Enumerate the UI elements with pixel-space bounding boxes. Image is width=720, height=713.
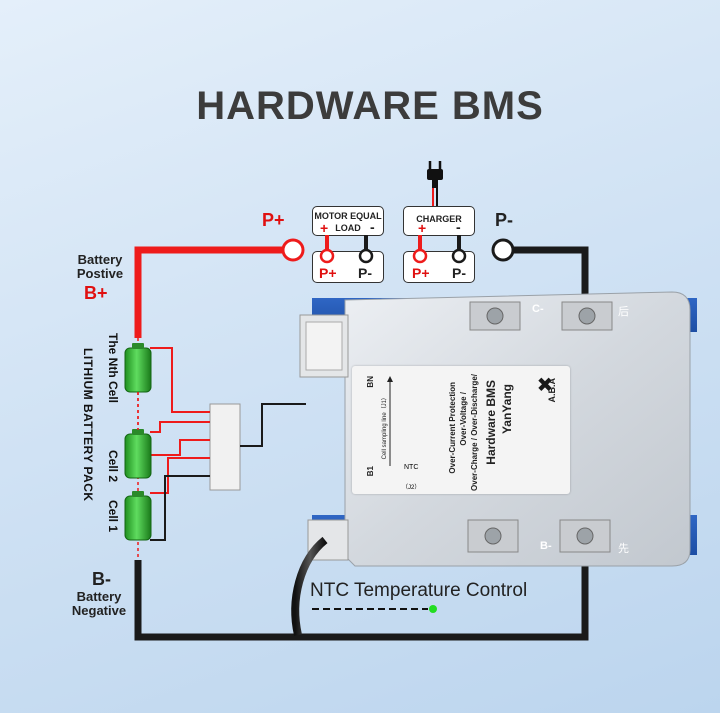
p-plus-label: P+: [262, 210, 285, 230]
charger-p-minus: P-: [452, 265, 466, 281]
motor-p-minus: P-: [358, 265, 372, 281]
motor-p-plus: P+: [319, 265, 337, 281]
bms-label-sticker: A.B.A ✖ YanYang Hardware BMS Over-Charge…: [352, 366, 570, 494]
sticker-feature-3: Over-Current Protection: [448, 382, 457, 474]
b-minus-label: B-: [92, 569, 111, 589]
p-minus-terminal: [491, 238, 515, 262]
brand-logo-icon: ✖: [535, 372, 557, 396]
negative-main-wire: [134, 246, 589, 641]
board-chinese-bottom: 先: [618, 543, 629, 555]
sticker-arrows: [387, 376, 393, 466]
cell-2: [124, 429, 152, 479]
charger-title: CHARGER: [416, 214, 462, 224]
p-plus-terminal: [281, 238, 305, 262]
motor-load-box: MOTOR EQUAL LOAD: [312, 206, 384, 236]
board-b-minus: B-: [540, 540, 552, 552]
board-chinese-top: 后: [618, 306, 629, 318]
motor-plus-sign: +: [320, 220, 329, 236]
battery-negative-line1: Battery: [76, 589, 122, 604]
cell-nth: [124, 343, 152, 393]
b-plus-label: B+: [84, 283, 108, 303]
nth-cell-label: The Nth Cell: [106, 333, 120, 404]
positive-main-wire: [134, 246, 283, 338]
cell2-label: Cell 2: [106, 450, 120, 483]
p-minus-label: P-: [495, 210, 513, 230]
motor-minus-sign: -: [370, 219, 375, 235]
cell1-label: Cell 1: [106, 500, 120, 533]
sticker-brand: YanYang: [500, 384, 514, 435]
cell-1: [124, 491, 152, 541]
battery-positive-line1: Battery: [77, 252, 123, 267]
charger-plus-sign: +: [418, 220, 427, 236]
battery-positive-line2: Postive: [76, 266, 124, 281]
sticker-product: Hardware BMS: [484, 380, 498, 465]
board-c-minus: C-: [532, 303, 544, 315]
charger-terminal-box: [403, 251, 475, 283]
motor-load-title-1: MOTOR EQUAL: [314, 211, 382, 221]
page-title: HARDWARE BMS: [196, 84, 544, 128]
ntc-control-label: NTC Temperature Control: [310, 580, 528, 601]
balance-connector: [209, 403, 241, 491]
sticker-feature-2: Over-Voltage /: [459, 392, 468, 446]
pack-name-label: LITHIUM BATTERY PACK: [81, 348, 95, 502]
battery-negative-line2: Negative: [71, 603, 127, 618]
ntc-dot: [429, 605, 437, 613]
charger-minus-sign: -: [456, 219, 461, 235]
sticker-feature-1: Over-Charge / Over-Discharge/: [470, 374, 479, 491]
charger-p-plus: P+: [412, 265, 430, 281]
sticker-ntc: NTC: [404, 464, 419, 471]
charger-box: CHARGER: [403, 206, 475, 236]
motor-load-title-2: LOAD: [335, 223, 361, 233]
sticker-b1: B1: [366, 466, 375, 477]
sticker-j2: （J2）: [402, 485, 421, 491]
charger-plug-icon: [427, 161, 443, 210]
